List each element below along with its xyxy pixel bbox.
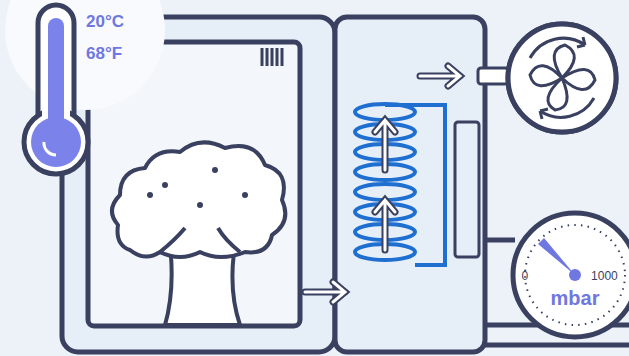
thermometer — [5, 0, 165, 174]
flow-arrows — [305, 66, 460, 302]
temperature-label: 20°C — [86, 13, 124, 30]
scale-number: 0 — [521, 270, 528, 282]
condenser-coil — [355, 104, 445, 265]
vacuum-pump — [508, 24, 616, 132]
heater-element — [455, 122, 479, 257]
broccoli — [112, 142, 285, 325]
condenser-housing — [335, 17, 485, 352]
gauge-pipe — [485, 238, 515, 243]
unit-label: mbar — [551, 288, 600, 308]
broccoli-dots — [147, 167, 248, 208]
vent-slots — [262, 48, 282, 66]
pressure-gauge: 0 1000 mbar — [508, 208, 629, 342]
scale-number: 1000 — [591, 270, 618, 282]
temperature-label: 68°F — [86, 45, 122, 62]
vacuum-nozzle — [478, 68, 508, 84]
